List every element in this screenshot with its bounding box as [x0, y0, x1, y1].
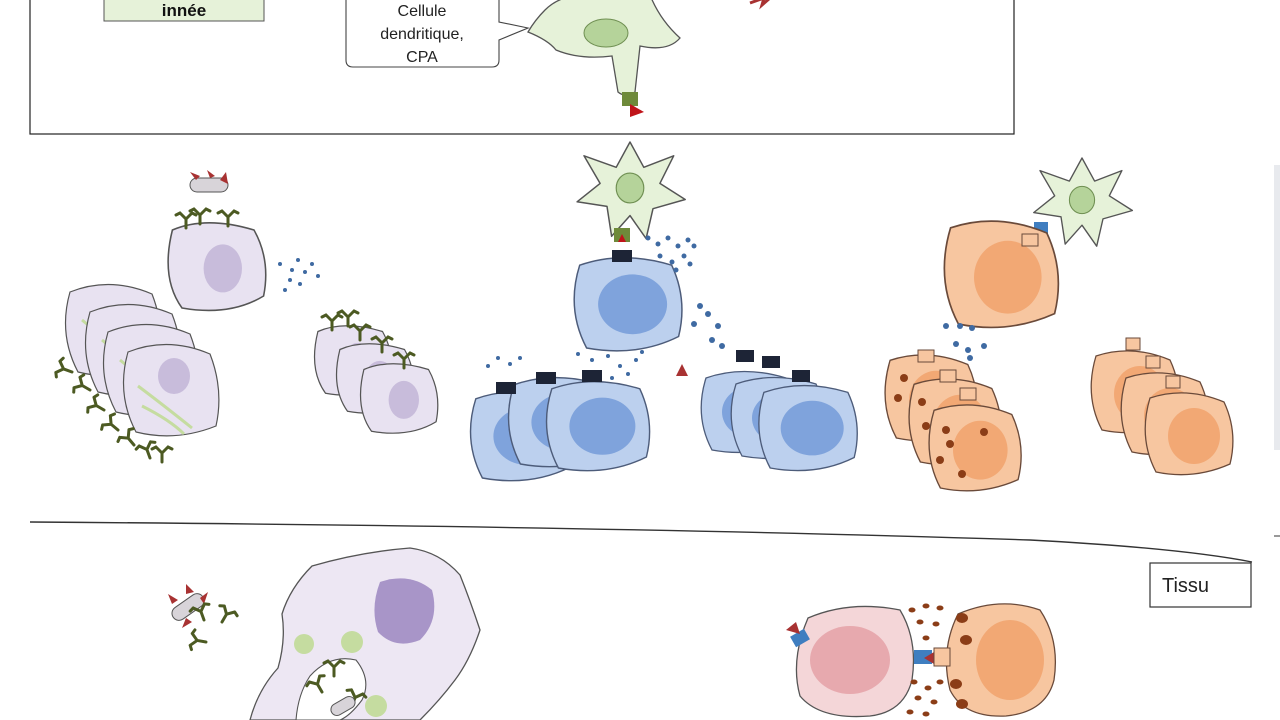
th-cell-activated [573, 250, 683, 352]
tc-cell-activated [943, 220, 1060, 329]
plasma-cell-stack [52, 283, 220, 464]
antigen-triangle-top [630, 104, 644, 117]
memory-b-cell-stack [313, 309, 439, 434]
dendritic-cell-top [527, 0, 681, 117]
edge-strip [1274, 165, 1280, 450]
dc-label-line3: CPA [406, 49, 438, 66]
b-cell-activated [167, 170, 267, 312]
innate-panel-frame [29, 0, 1015, 135]
antigen-fragment-top [749, 0, 770, 10]
innate-label: innée [162, 1, 206, 20]
th-memory-stack [700, 350, 858, 472]
tc-memory-stack [1090, 337, 1234, 476]
dc-callout [345, 0, 530, 68]
dc-label-line2: dendritique, [380, 26, 464, 43]
cytokines-th [645, 235, 697, 273]
cytokines-tc [943, 323, 987, 361]
dendritic-cell-mid [576, 141, 686, 242]
dc-label-line1: Cellule [398, 3, 447, 20]
infected-target-cell [786, 605, 934, 718]
tissue-boundary-line [29, 521, 1253, 563]
innate-label-box [103, 0, 265, 22]
opsonized-antigen [168, 584, 240, 654]
perforin-granules [906, 603, 944, 717]
tissue-label-box [1149, 562, 1252, 608]
dendritic-cell-right [1033, 157, 1134, 247]
tc-effector-stack [884, 349, 1022, 492]
tissue-label: Tissu [1162, 575, 1209, 597]
free-antigen [676, 364, 688, 376]
th-effector-stack-1 [469, 370, 651, 482]
cytokines-center [691, 303, 725, 349]
macrophage [249, 547, 481, 720]
cytokines-b1 [278, 258, 320, 292]
tc-killer-cell [933, 603, 1057, 717]
cytokines-th-stack [486, 350, 644, 380]
